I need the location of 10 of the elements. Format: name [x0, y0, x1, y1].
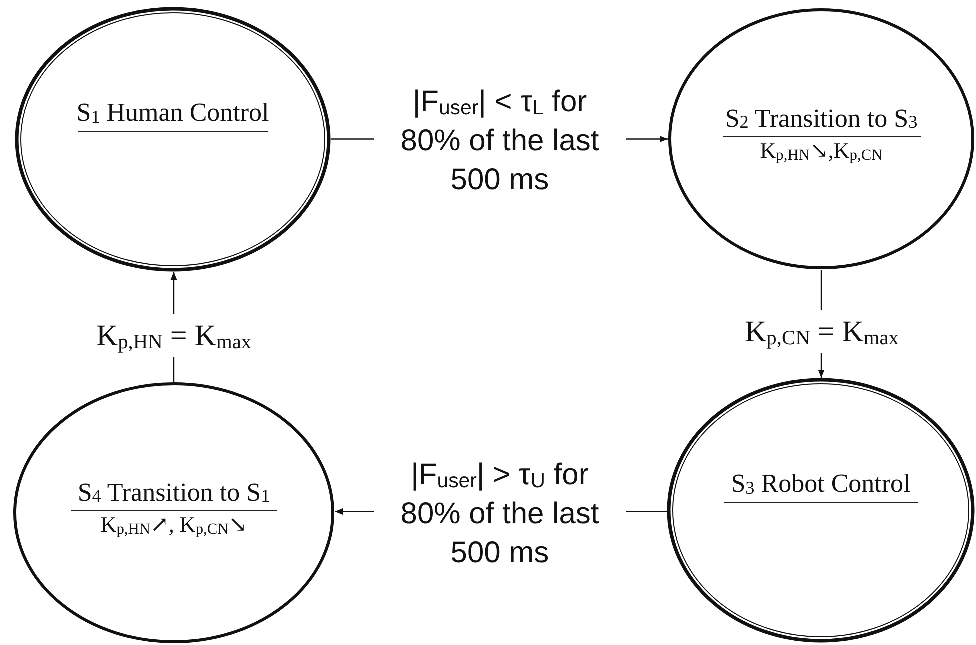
state-ellipse [668, 8, 975, 270]
state-ellipse [13, 382, 335, 644]
state-name: S$_{4}$ Transition to S$_{1}$ [76, 476, 272, 508]
state-name: S$_{1}$ Human Control [76, 97, 270, 129]
state-name: S$_{2}$ Transition to S$_{3}$ [724, 102, 919, 134]
state-ellipse [667, 378, 975, 643]
gain-change: K$_{p,HN}$↘,K$_{p,CN}$ [760, 136, 883, 166]
gain-change: K$_{p,HN}$↗, K$_{p,CN}$↘ [100, 510, 248, 540]
state-name: S$_{3}$ Robot Control [730, 468, 912, 500]
state-ellipse [15, 7, 331, 272]
